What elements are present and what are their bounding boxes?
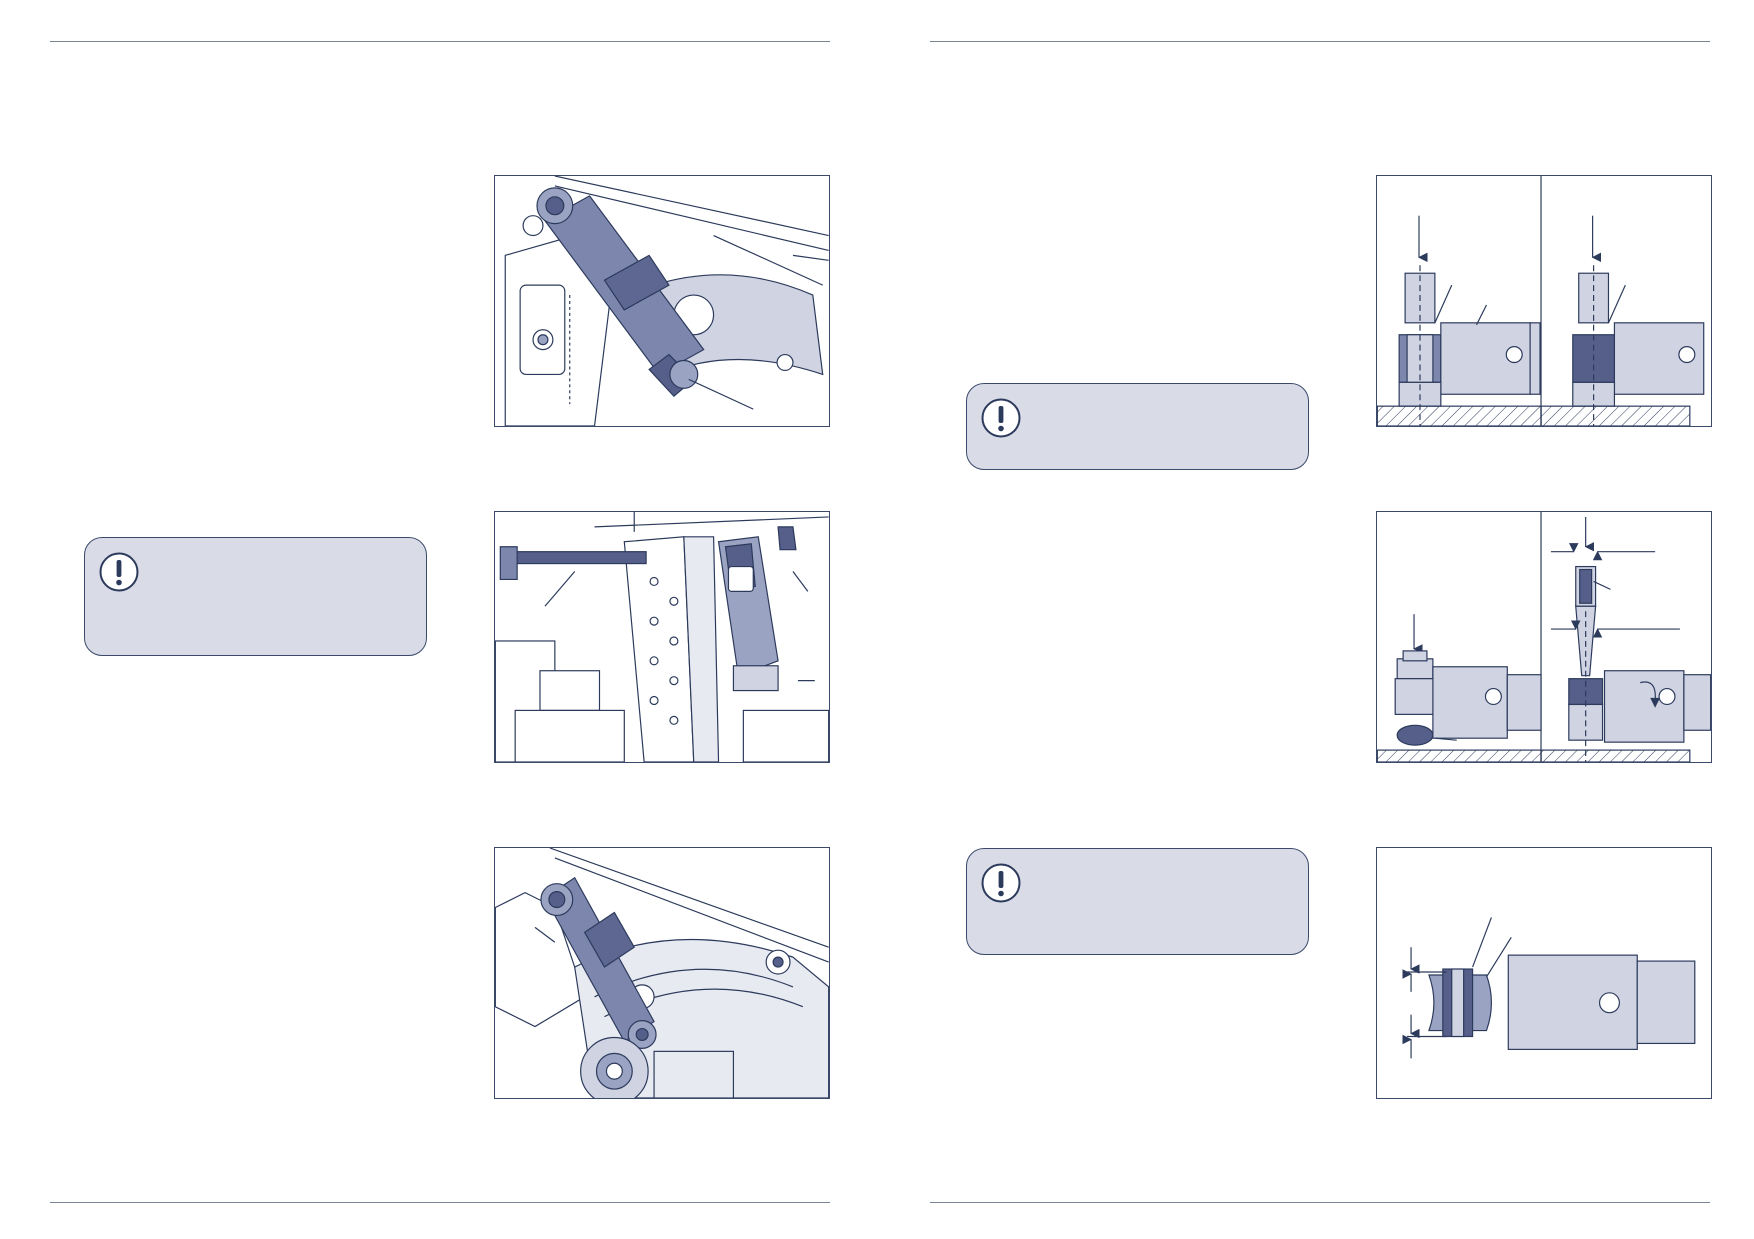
footer-rule-right [930,1202,1710,1203]
figure-shock-absorber-installed [494,847,830,1099]
warning-note-left [84,537,427,656]
header-rule-left [50,41,830,42]
exclamation-icon [99,552,139,592]
footer-rule-left [50,1202,830,1203]
warning-note-right-bottom [966,848,1309,955]
figure-shock-absorber-bolt-removal [494,511,830,763]
figure-shock-absorber-mounted [494,175,830,427]
figure-bushing-press-in [1376,511,1712,763]
figure-bushing-position [1376,847,1712,1099]
figure-bushing-press-out [1376,175,1712,427]
bushing-press-out-diagram [1377,176,1705,426]
shock-absorber-mounted-illustration [504,176,829,426]
bushing-position-diagram [1402,917,1696,1059]
exclamation-icon [981,398,1021,438]
header-rule-right [930,41,1710,42]
warning-note-right-top [966,383,1309,470]
exclamation-icon [981,863,1021,903]
shock-absorber-bolt-removal-illustration [495,512,829,762]
bushing-press-in-diagram [1377,512,1711,762]
shock-absorber-installed-illustration [495,848,829,1098]
